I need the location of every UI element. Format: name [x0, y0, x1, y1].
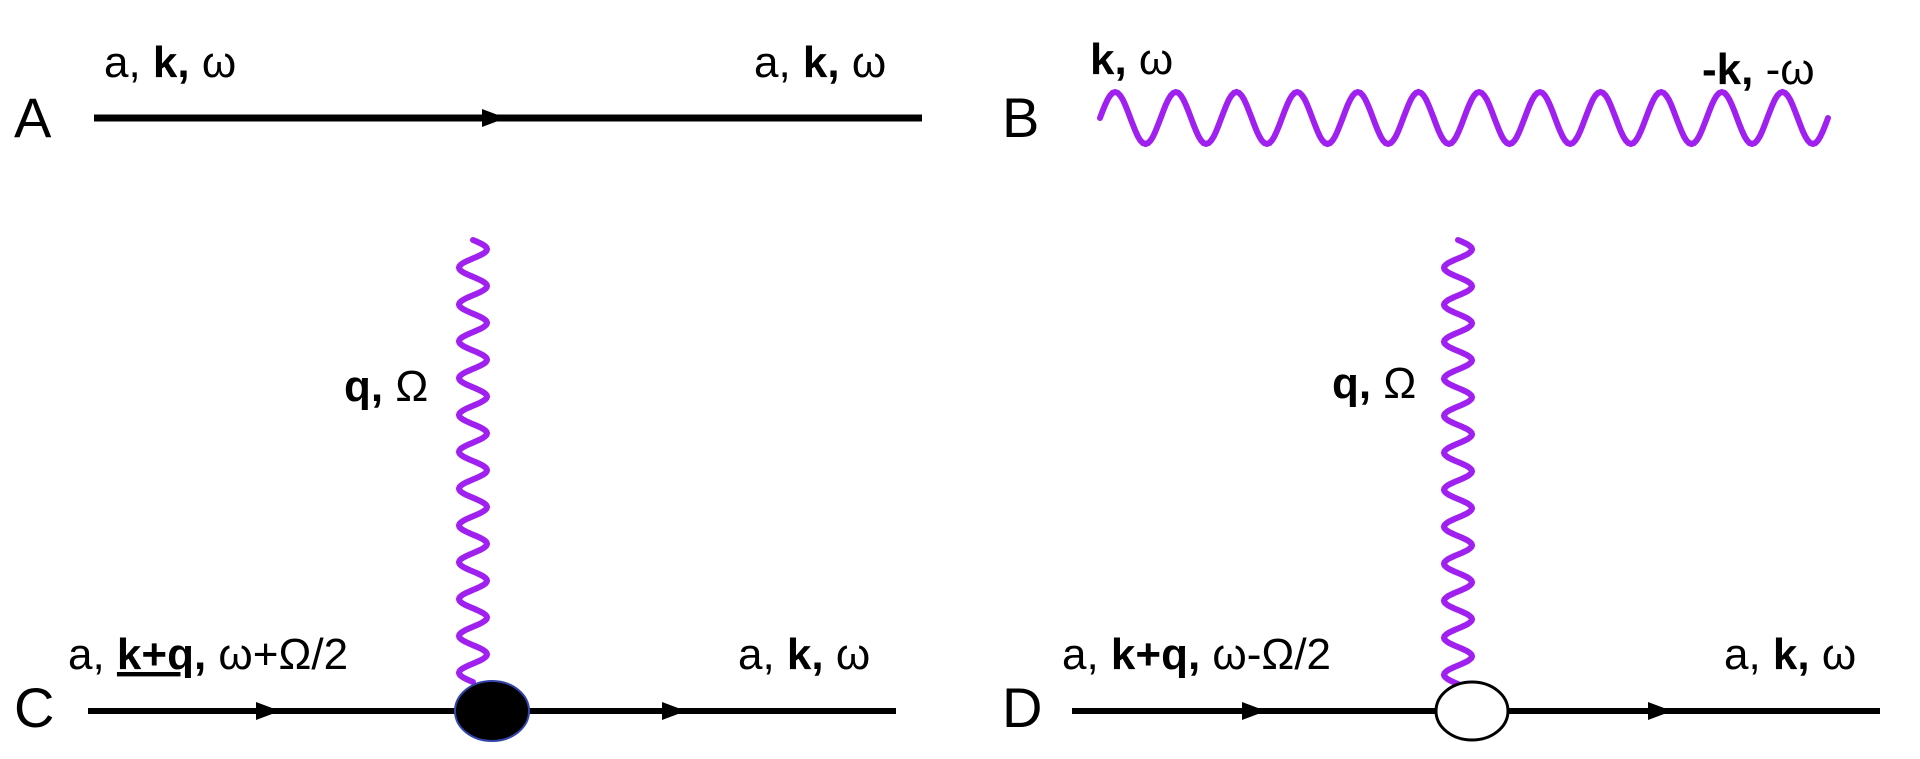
- panel-d-outgoing-arrow-icon: [1648, 702, 1672, 720]
- panel-c-outgoing-arrow-icon: [662, 702, 686, 720]
- panel-c-filled-vertex: [454, 680, 530, 742]
- panel-b: B k, ω -k, -ω: [1002, 35, 1831, 149]
- panel-a-left-label: a, k, ω: [104, 38, 236, 87]
- panel-d-wavy-photon: [1440, 237, 1476, 687]
- panel-d-outgoing-label: a, k, ω: [1724, 630, 1856, 679]
- panel-a-arrow-icon: [482, 109, 506, 127]
- panel-c-label: C: [14, 676, 54, 739]
- panel-c-incoming-label: a, k+q, ω+Ω/2: [68, 630, 348, 679]
- panel-c: C q, Ω a, k+q, ω+Ω/2 a, k, ω: [14, 237, 896, 742]
- panel-d-open-vertex: [1434, 680, 1510, 742]
- panel-b-left-label: k, ω: [1090, 35, 1173, 84]
- panel-c-photon-label: q, Ω: [344, 362, 428, 411]
- panel-d-incoming-label: a, k+q, ω-Ω/2: [1062, 630, 1331, 679]
- panel-c-wavy-photon: [455, 237, 491, 685]
- panel-c-incoming-arrow-icon: [256, 702, 280, 720]
- panel-c-outgoing-label: a, k, ω: [738, 630, 870, 679]
- panel-a: A a, k, ω a, k, ω: [14, 38, 922, 149]
- panel-d-label: D: [1002, 676, 1042, 739]
- panel-a-label: A: [14, 86, 52, 149]
- panel-d-photon-label: q, Ω: [1332, 359, 1416, 408]
- panel-b-right-label: -k, -ω: [1702, 45, 1815, 94]
- panel-b-wavy-propagator: [1097, 88, 1831, 148]
- panel-a-right-label: a, k, ω: [754, 38, 886, 87]
- panel-b-label: B: [1002, 86, 1039, 149]
- panel-d-incoming-arrow-icon: [1242, 702, 1266, 720]
- panel-d: D q, Ω a, k+q, ω-Ω/2 a, k, ω: [1002, 237, 1880, 742]
